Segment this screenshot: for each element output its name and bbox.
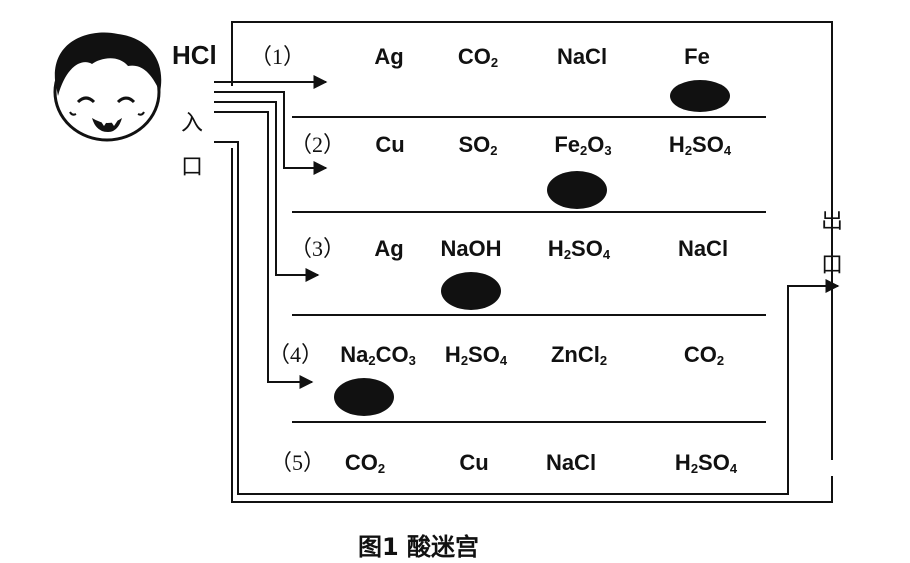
row-1-substance-3: NaCl [556,44,608,69]
row-2-substance-1: Cu [375,132,405,157]
entrance-reagent-label: HCl [172,40,217,70]
row-5-substance-4: H2SO4 [674,450,738,476]
exit-label-text: 出口 [820,209,843,278]
row-3-number: （3） [290,236,346,261]
row-1-substance-2: CO2 [457,44,499,70]
maze-outer-bottom-wall [231,148,833,503]
path-to-row-2 [214,91,328,175]
blocker-dot-row-1 [670,80,730,112]
path-to-exit [214,141,840,495]
row-3-substance-1: Ag [374,236,404,261]
row-1-number: （1） [250,44,306,69]
cartoon-boy-icon [53,32,162,142]
exit-label: 出口 [820,200,844,288]
row-1-substance-4: Fe [684,44,710,69]
blocker-dot-row-4 [334,378,394,416]
blocker-dot-row-3 [441,272,501,310]
row-1-substance-1: Ag [374,44,404,69]
row-3-substance-3: H2SO4 [547,236,611,262]
maze-walls [231,21,833,503]
row-3-substance-2: NaOH [440,236,502,261]
row-2-substance-4: H2SO4 [668,132,732,158]
row-4-substance-4: CO2 [683,342,725,368]
row-5-substance-1: CO2 [344,450,386,476]
row-4-number: （4） [268,342,324,367]
row-2-number: （2） [290,132,346,157]
row-5-substance-3: NaCl [545,450,597,475]
row-5-number: （5） [270,450,326,475]
row-2-substance-3: Fe2O3 [554,132,612,158]
row-2-substance-2: SO2 [458,132,498,158]
path-to-row-4 [214,111,314,389]
entrance-paths [214,75,840,495]
row-3-substance-4: NaCl [677,236,729,261]
entrance-label: 入口 [180,102,204,190]
blocker-dot-row-2 [547,171,607,209]
row-4-substance-1: Na2CO3 [340,342,416,368]
row-4-substance-2: H2SO4 [444,342,508,368]
entrance-label-text: 入口 [180,111,203,180]
blocker-dots [334,80,730,416]
row-5-substance-2: Cu [459,450,489,475]
maze-outer-top-wall [231,21,833,460]
figure-caption: 图1 酸迷宫 [358,533,480,561]
path-to-row-3 [214,101,320,282]
row-4-substance-3: ZnCl2 [550,342,608,368]
